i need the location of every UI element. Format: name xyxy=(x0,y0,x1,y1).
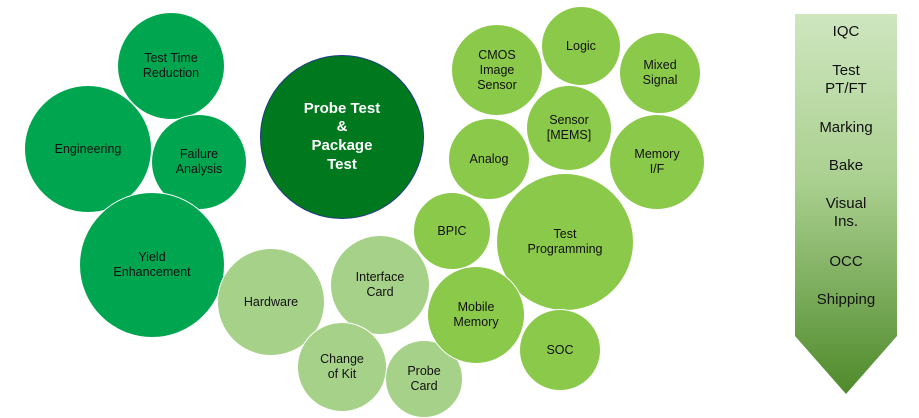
bubble-label: Change of Kit xyxy=(320,352,364,381)
bubble-memory-if: Memory I/F xyxy=(609,114,705,210)
bubble-yield-enhancement: Yield Enhancement xyxy=(79,192,225,338)
bubble-engineering: Engineering xyxy=(24,85,152,213)
flow-step-marking: Marking xyxy=(819,119,873,136)
flow-step-occ: OCC xyxy=(829,253,863,270)
bubble-label: Hardware xyxy=(243,294,299,309)
bubble-hardware: Hardware xyxy=(217,248,325,356)
bubble-test-programming: Test Programming xyxy=(496,173,634,311)
bubble-label: Mobile Memory xyxy=(453,300,499,329)
arrow-shape xyxy=(795,14,897,394)
bubble-label: Yield Enhancement xyxy=(113,250,191,279)
bubble-label: Engineering xyxy=(54,141,122,156)
bubble-mobile-memory: Mobile Memory xyxy=(427,266,525,364)
bubble-label: CMOS Image Sensor xyxy=(477,47,517,92)
bubble-label: Interface Card xyxy=(355,270,405,299)
bubble-probe-package-test: Probe Test & Package Test xyxy=(260,55,424,219)
bubble-test-time-reduction: Test Time Reduction xyxy=(117,12,225,120)
bubble-label: Mixed Signal xyxy=(642,58,678,87)
bubble-label: Probe Card xyxy=(407,364,441,393)
flow-step-shipping: Shipping xyxy=(816,291,876,308)
bubble-cmos-image-sensor: CMOS Image Sensor xyxy=(451,24,543,116)
bubble-label: Failure Analysis xyxy=(175,147,223,176)
bubble-label: BPIC xyxy=(437,223,467,238)
bubble-label: Logic xyxy=(566,38,596,53)
bubble-logic: Logic xyxy=(541,6,621,86)
bubble-bpic: BPIC xyxy=(413,192,491,270)
center-label: Probe Test & Package Test xyxy=(303,99,381,173)
bubble-mixed-signal: Mixed Signal xyxy=(619,32,701,114)
bubble-change-of-kit: Change of Kit xyxy=(297,322,387,412)
bubble-label: Test Time Reduction xyxy=(142,51,200,80)
bubble-label: Memory I/F xyxy=(634,147,680,176)
flow-step-bake: Bake xyxy=(828,157,864,174)
bubble-label: SOC xyxy=(546,342,574,357)
bubble-sensor-mems: Sensor [MEMS] xyxy=(526,85,612,171)
process-flow-arrow: IQC Test PT/FT Marking Bake Visual Ins. … xyxy=(795,14,897,394)
bubble-label: Sensor [MEMS] xyxy=(546,113,592,142)
bubble-soc: SOC xyxy=(519,309,601,391)
flow-step-iqc: IQC xyxy=(832,23,860,40)
bubble-label: Test Programming xyxy=(527,227,603,256)
bubble-label: Analog xyxy=(469,151,509,166)
bubble-interface-card: Interface Card xyxy=(330,235,430,335)
flow-step-visual-ins: Visual Ins. xyxy=(825,195,867,230)
flow-step-test: Test PT/FT xyxy=(825,62,867,97)
bubble-analog: Analog xyxy=(448,118,530,200)
